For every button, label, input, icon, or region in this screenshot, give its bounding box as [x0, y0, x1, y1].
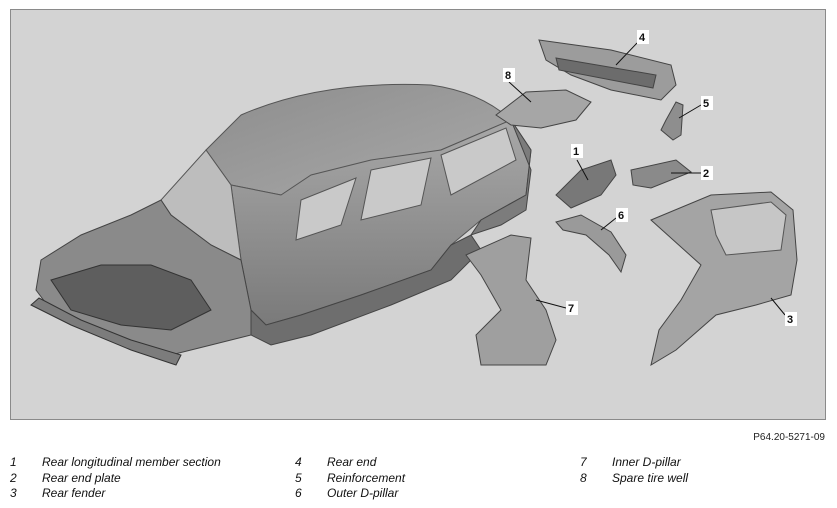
reinforcement-part: [660, 101, 684, 141]
callout-4: 4: [615, 30, 649, 66]
body-shell: [30, 83, 532, 366]
callout-1: 1: [571, 144, 589, 181]
callout-6: 6: [600, 208, 628, 231]
legend-number: 5: [295, 471, 302, 485]
legend-label: Spare tire well: [612, 471, 689, 485]
callout-2-label: 2: [703, 168, 709, 180]
rear-end-plate-part: [630, 159, 692, 189]
parts-legend: 1 Rear longitudinal member section 2 Rea…: [10, 455, 830, 505]
callout-4-label: 4: [639, 32, 646, 44]
callout-3: 3: [770, 297, 797, 326]
legend-number: 3: [10, 486, 17, 500]
callout-3-label: 3: [787, 314, 793, 326]
spare-tire-well-part: [495, 89, 592, 129]
legend-label: Reinforcement: [327, 471, 406, 485]
legend-label: Rear end: [327, 455, 377, 469]
callout-7: 7: [535, 299, 578, 315]
callout-7-label: 7: [568, 303, 574, 315]
figure-reference-code: P64.20-5271-09: [753, 432, 825, 443]
legend-label: Rear end plate: [42, 471, 121, 485]
legend-number: 2: [10, 471, 17, 485]
legend-number: 6: [295, 486, 302, 500]
legend-label: Inner D-pillar: [612, 455, 681, 469]
callout-5: 5: [678, 96, 713, 119]
legend-label: Rear longitudinal member section: [42, 455, 221, 469]
callout-2: 2: [671, 166, 713, 180]
legend-number: 8: [580, 471, 587, 485]
legend-label: Rear fender: [42, 486, 106, 500]
callout-8: 8: [503, 68, 532, 103]
legend-number: 4: [295, 455, 302, 469]
outer-d-pillar-part: [555, 214, 627, 274]
rear-longitudinal-member-part: [555, 159, 617, 209]
legend-label: Outer D-pillar: [327, 486, 399, 500]
callout-6-label: 6: [618, 210, 624, 222]
callout-8-label: 8: [505, 70, 511, 82]
callout-1-label: 1: [573, 146, 579, 158]
callout-5-label: 5: [703, 98, 709, 110]
legend-number: 7: [580, 455, 587, 469]
legend-number: 1: [10, 455, 17, 469]
vehicle-body-drawing: 1 2 3 4 5 6 7: [30, 30, 798, 367]
body-structure-illustration: 1 2 3 4 5 6 7: [10, 9, 826, 420]
inner-d-pillar-part: [465, 234, 557, 366]
